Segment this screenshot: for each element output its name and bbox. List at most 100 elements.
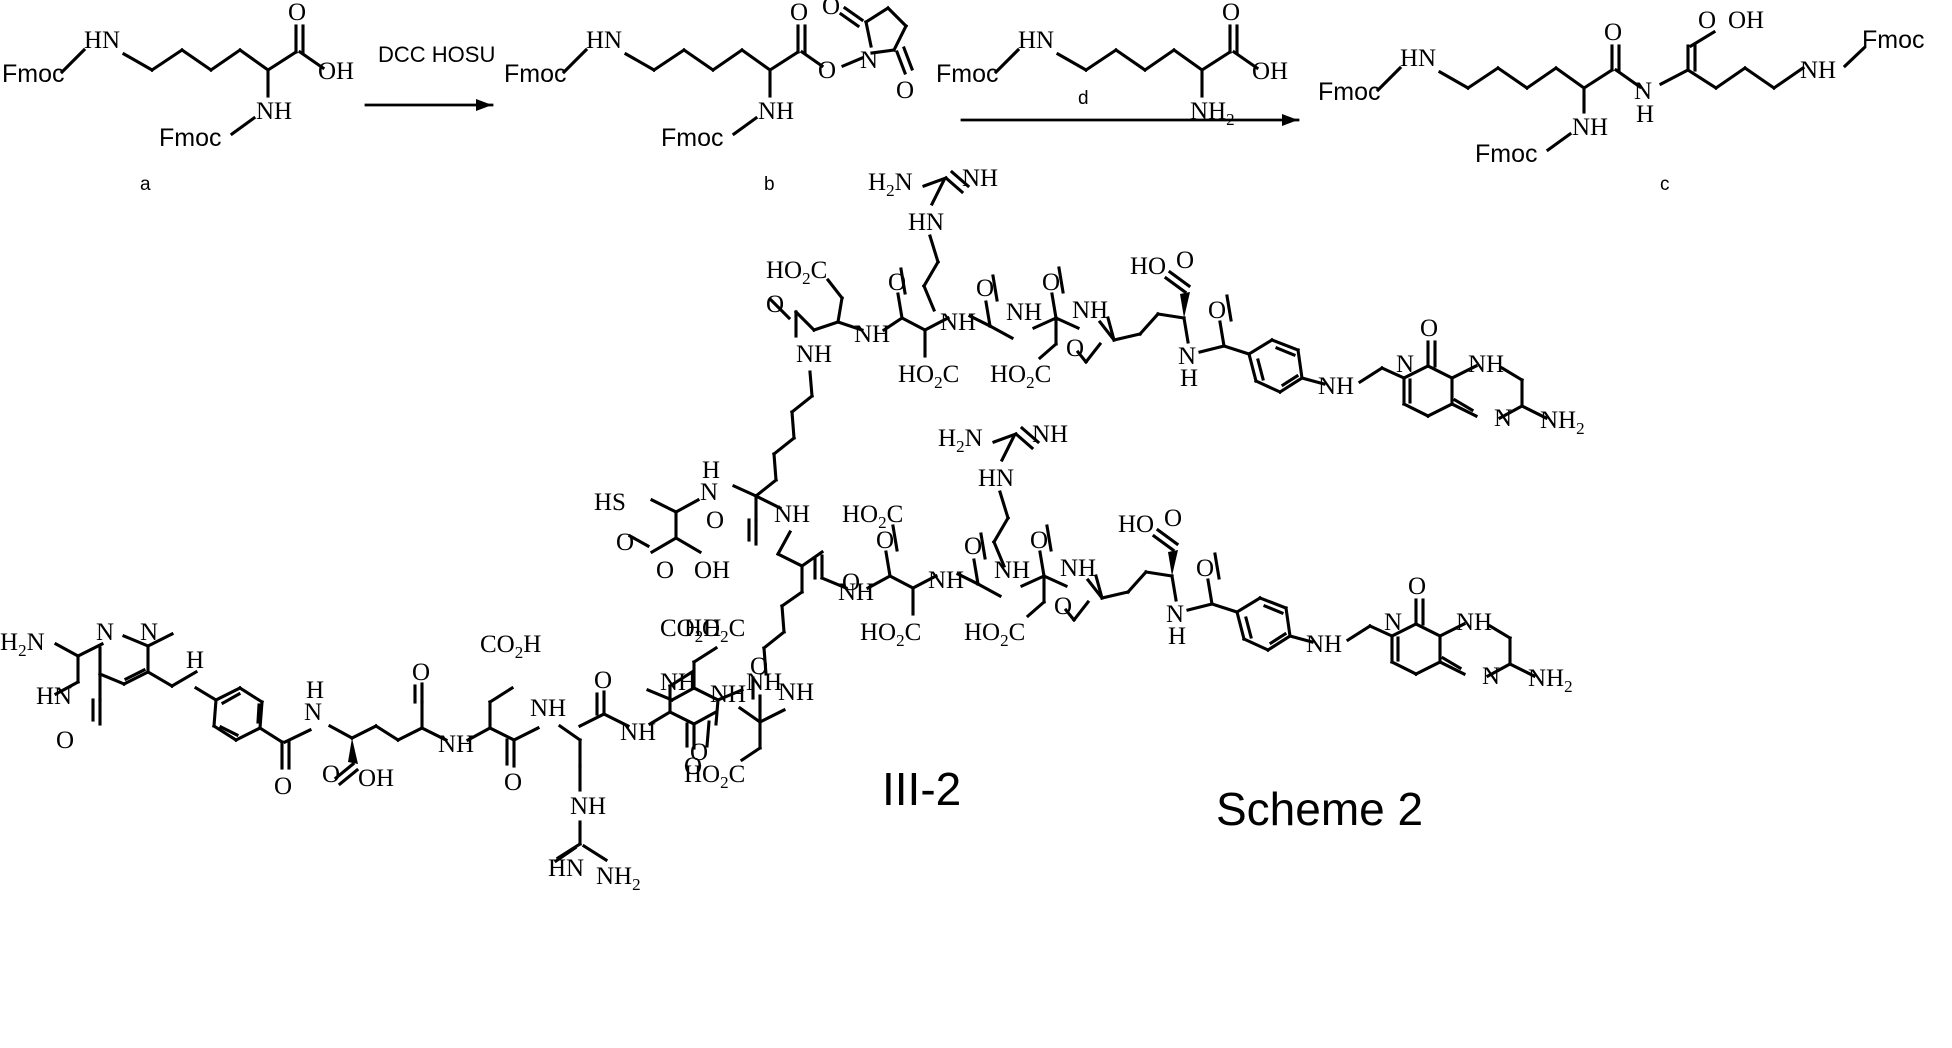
o-bl-1: O xyxy=(412,659,430,686)
fmoc-label-a2: Fmoc xyxy=(159,124,222,152)
fmoc-label-b1: Fmoc xyxy=(504,60,567,88)
compound-a-structure: Fmoc HN O OH NH Fmoc a xyxy=(2,0,354,195)
compound-b-structure: Fmoc HN O O N O O NH Fmoc b xyxy=(504,0,914,195)
o-bl-cooh: O xyxy=(322,761,340,788)
ho-up: HO xyxy=(1130,253,1166,280)
ho2c-up3: HO2C xyxy=(990,361,1051,392)
reagent-label-d: d xyxy=(1078,88,1089,109)
nh-low-pteroyl: NH xyxy=(1306,631,1342,658)
hn-label-a: HN xyxy=(84,27,120,54)
oh-label-d: OH xyxy=(1252,58,1288,85)
nh-low-link3: NH xyxy=(994,557,1030,584)
h2n-label-low: H2N xyxy=(938,425,983,456)
fmoc-label-d: Fmoc xyxy=(936,60,999,88)
ho2c-bl: HO2C xyxy=(684,761,745,792)
nh-label-c1: NH xyxy=(1572,114,1608,141)
co2h-bl-2: CO2H xyxy=(660,615,721,646)
o-up7: O xyxy=(1208,297,1226,324)
hn-bl-arg: HN xyxy=(548,855,584,882)
nh-bl-4: NH xyxy=(710,681,746,708)
ho2c-low3: HO2C xyxy=(964,619,1025,650)
nh-low-link4: NH xyxy=(1060,555,1096,582)
nh-guanidine-up: NH xyxy=(962,165,998,192)
hn-guanidine-low: HN xyxy=(978,465,1014,492)
h-low-paba: H xyxy=(1168,623,1186,650)
h-bl-nh: H xyxy=(186,647,204,674)
nh-low-pt2: NH xyxy=(1456,609,1492,636)
nh-up1: NH xyxy=(796,341,832,368)
hs-label: HS xyxy=(594,489,626,516)
lower-peptide-chain: NH O HO2C NH O NH O HO2C NH O xyxy=(822,505,1392,658)
o-low4: O xyxy=(1030,527,1048,554)
oh-bl-cooh: OH xyxy=(358,765,394,792)
nh-low-link1: NH xyxy=(838,579,874,606)
o-bl-3: O xyxy=(594,667,612,694)
h2n-bl: H2N xyxy=(0,629,45,660)
oh-label-a: OH xyxy=(318,58,354,85)
fmoc-label-c2: Fmoc xyxy=(1862,26,1925,54)
nh2-up-pt: NH2 xyxy=(1540,407,1585,438)
nh-up-link1: NH xyxy=(854,321,890,348)
compound-label-b: b xyxy=(764,174,775,195)
o-low7: O xyxy=(1196,555,1214,582)
compound-label-iii2: III-2 xyxy=(882,763,961,815)
fmoc-label-c1: Fmoc xyxy=(1318,78,1381,106)
reaction-arrow-1: DCC HOSU xyxy=(366,42,495,111)
hn-bl-1: HN xyxy=(36,683,72,710)
nh-label-a: NH xyxy=(256,98,292,125)
o-low5: O xyxy=(1054,593,1072,620)
o-label-b2: O xyxy=(822,0,840,20)
nh-up-pt2: NH xyxy=(1468,351,1504,378)
fmoc-label-c3: Fmoc xyxy=(1475,140,1538,168)
nh-bl-2: NH xyxy=(530,695,566,722)
nh-low-link2: NH xyxy=(928,567,964,594)
reagent-d-structure: Fmoc HN O OH NH2 d xyxy=(936,0,1288,129)
o-up5: O xyxy=(1066,335,1084,362)
nh-bl-arg: NH xyxy=(570,793,606,820)
o-ester-label-b: O xyxy=(818,57,836,84)
o-up4: O xyxy=(1042,269,1060,296)
compound-c-structure: Fmoc HN O N H O OH NH Fmoc NH Fmoc c xyxy=(1318,7,1925,195)
o-low-pt: O xyxy=(1408,573,1426,600)
bottom-left-glu-chain: O OH O NH CO2H O NH NH HN NH2 xyxy=(322,615,814,894)
nh-bl-1: NH xyxy=(438,731,474,758)
o-bl-benzoyl: O xyxy=(274,773,292,800)
nh-bl-5: NH xyxy=(778,679,814,706)
o-low3: O xyxy=(964,533,982,560)
o-cys-2: O xyxy=(656,557,674,584)
h-bl-glu: H xyxy=(306,677,324,704)
o-low6: O xyxy=(1164,505,1182,532)
o-lys-up: O xyxy=(706,507,724,534)
n-low-pt3: N xyxy=(1482,663,1500,690)
h-up-paba: H xyxy=(1180,365,1198,392)
hn-guanidine-up: HN xyxy=(908,209,944,236)
compound-label-a: a xyxy=(140,174,151,195)
hn-label-c: HN xyxy=(1400,45,1436,72)
o-label-c1: O xyxy=(1604,19,1622,46)
co2h-bl-1: CO2H xyxy=(480,631,541,662)
oh-cys: OH xyxy=(694,557,730,584)
o-up6: O xyxy=(1176,247,1194,274)
scheme-title: Scheme 2 xyxy=(1216,783,1423,835)
o-bl-2: O xyxy=(504,769,522,796)
o-up-pt: O xyxy=(1420,315,1438,342)
ho2c-up2: HO2C xyxy=(898,361,959,392)
o-bl-pt: O xyxy=(56,727,74,754)
nh-label-b: NH xyxy=(758,98,794,125)
o-up3: O xyxy=(976,275,994,302)
o-cys: O xyxy=(616,529,634,556)
compound-label-c: c xyxy=(1660,174,1670,195)
nh-up-link2: NH xyxy=(940,309,976,336)
nh-up-pteroyl: NH xyxy=(1318,373,1354,400)
nh-center-link: NH xyxy=(774,501,810,528)
ho-low: HO xyxy=(1118,511,1154,538)
upper-arm-backbone: HO2C O NH NH O HO2C NH O NH O xyxy=(766,247,1404,400)
n-up-pt3: N xyxy=(1494,405,1512,432)
bottom-left-paba-benzene: O N H xyxy=(214,677,324,800)
lower-pteridine-ring: N NH N O NH2 xyxy=(1384,573,1573,696)
h2n-label-up: H2N xyxy=(868,169,913,200)
reagent-dcc-hosu: DCC HOSU xyxy=(378,42,495,67)
ho2c-up1: HO2C xyxy=(766,257,827,288)
